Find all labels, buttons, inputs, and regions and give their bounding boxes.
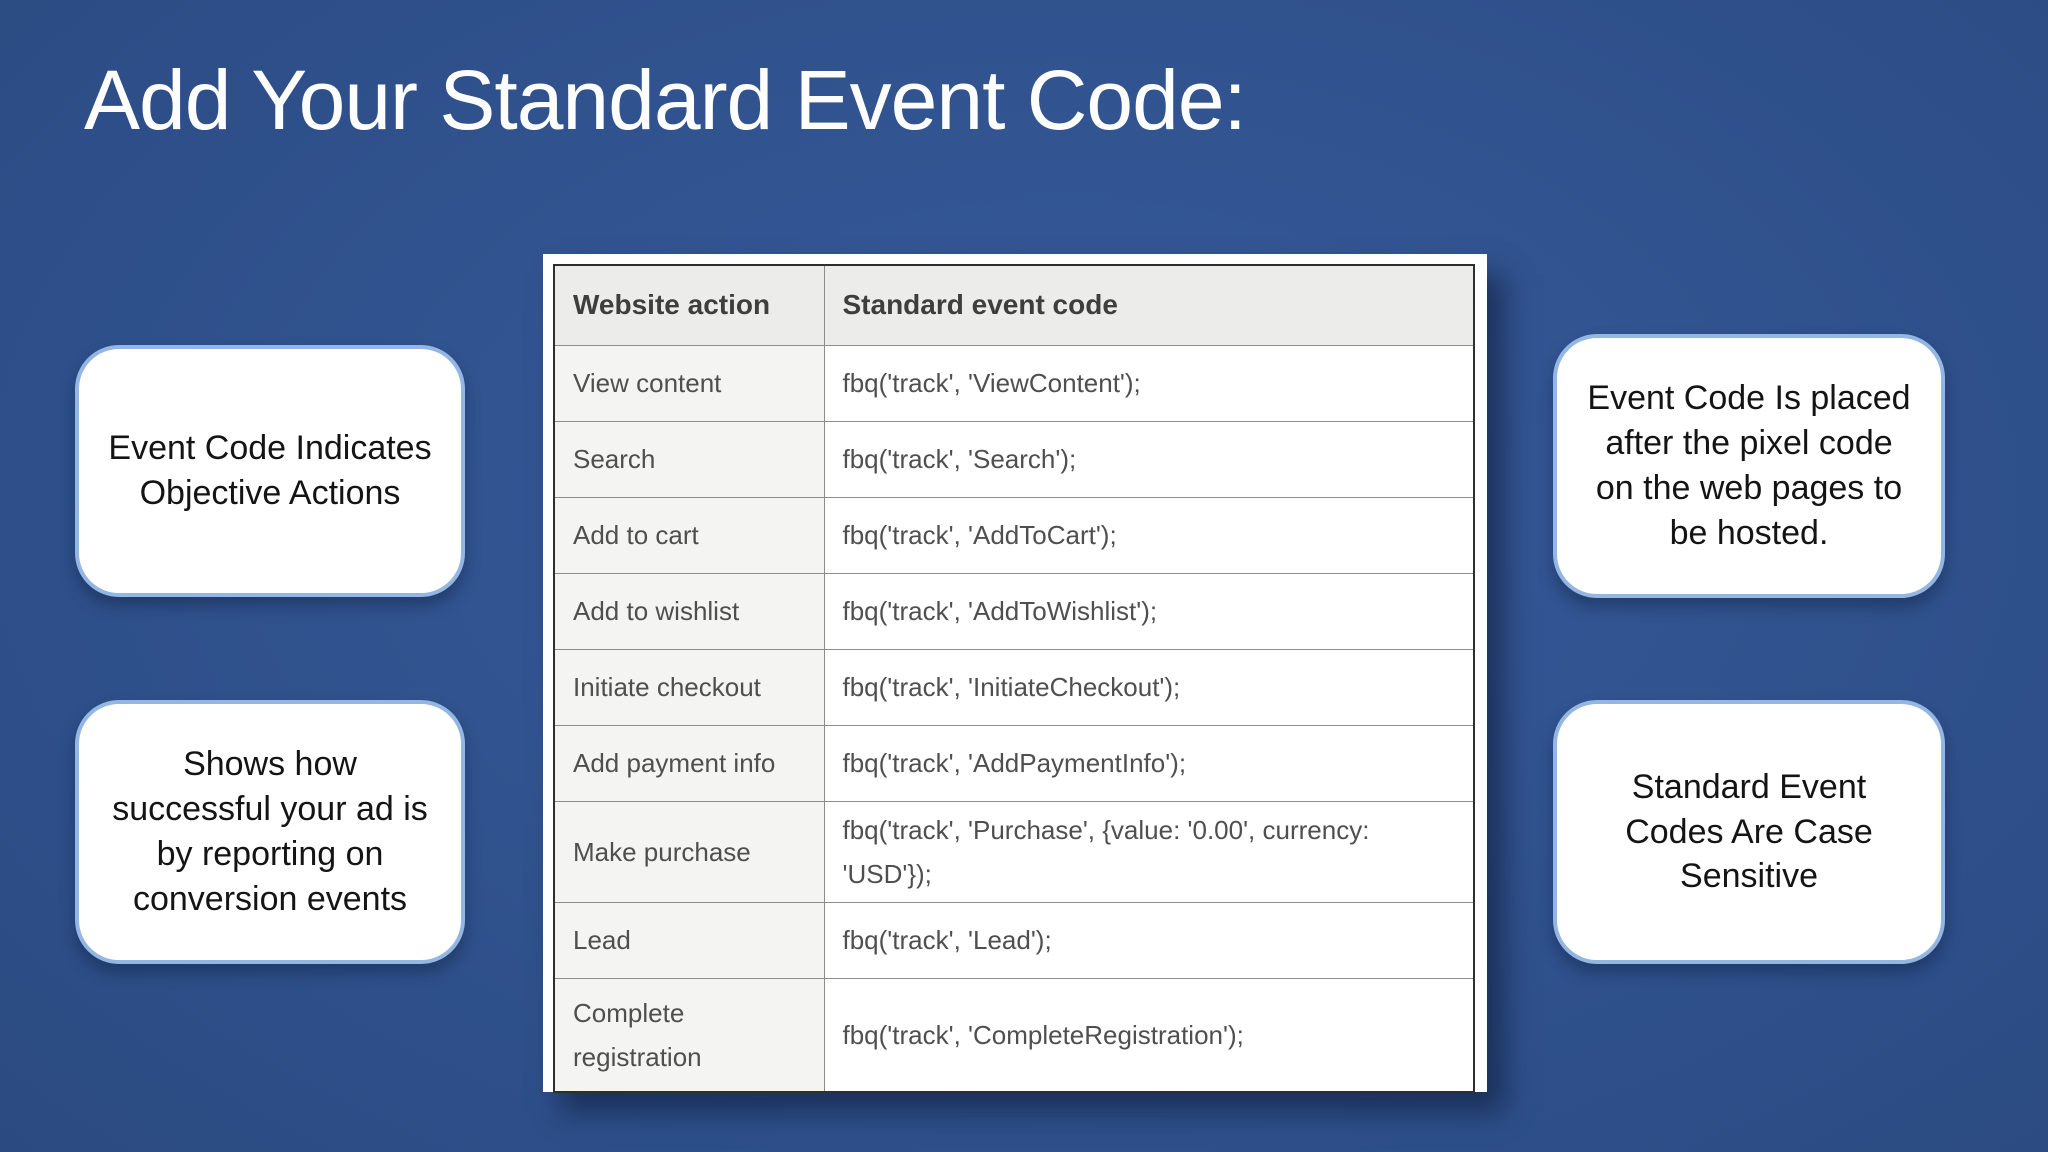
table-row: Add to cart fbq('track', 'AddToCart');	[553, 496, 1475, 574]
callout-text: Standard Event Codes Are Case Sensitive	[1625, 767, 1873, 896]
action-cell: Add to cart	[553, 496, 825, 574]
table-row: Search fbq('track', 'Search');	[553, 420, 1475, 498]
code-cell: fbq('track', 'Search');	[823, 420, 1475, 498]
callout-case-sensitive: Standard Event Codes Are Case Sensitive	[1553, 700, 1945, 964]
callout-text: Event Code Indicates Objective Actions	[108, 429, 432, 512]
action-cell: View content	[553, 344, 825, 422]
callout-event-code-indicates: Event Code Indicates Objective Actions	[75, 345, 465, 597]
table-row: Add to wishlist fbq('track', 'AddToWishl…	[553, 572, 1475, 650]
action-cell: Complete registration	[553, 977, 825, 1093]
table-row: View content fbq('track', 'ViewContent')…	[553, 344, 1475, 422]
code-cell: fbq('track', 'AddPaymentInfo');	[823, 724, 1475, 802]
code-cell: fbq('track', 'ViewContent');	[823, 344, 1475, 422]
code-cell: fbq('track', 'Lead');	[823, 901, 1475, 979]
table-row: Lead fbq('track', 'Lead');	[553, 901, 1475, 979]
table-row: Add payment info fbq('track', 'AddPaymen…	[553, 724, 1475, 802]
column-header-website-action: Website action	[553, 264, 825, 346]
callout-shows-success: Shows how successful your ad is by repor…	[75, 700, 465, 964]
code-cell: fbq('track', 'AddToWishlist');	[823, 572, 1475, 650]
action-cell: Search	[553, 420, 825, 498]
code-cell: fbq('track', 'AddToCart');	[823, 496, 1475, 574]
action-cell: Add to wishlist	[553, 572, 825, 650]
column-header-standard-event-code: Standard event code	[823, 264, 1475, 346]
callout-placement: Event Code Is placed after the pixel cod…	[1553, 334, 1945, 598]
action-cell: Make purchase	[553, 800, 825, 903]
standard-event-code-table-card: Website action Standard event code View …	[543, 254, 1487, 1094]
code-cell: fbq('track', 'CompleteRegistration');	[823, 977, 1475, 1093]
table-row: Make purchase fbq('track', 'Purchase', {…	[553, 800, 1475, 903]
callout-text: Shows how successful your ad is by repor…	[112, 745, 428, 918]
table-row: Initiate checkout fbq('track', 'Initiate…	[553, 648, 1475, 726]
action-cell: Lead	[553, 901, 825, 979]
action-cell: Initiate checkout	[553, 648, 825, 726]
standard-event-code-table: Website action Standard event code View …	[553, 264, 1475, 1094]
table-row: Complete registration fbq('track', 'Comp…	[553, 977, 1475, 1093]
code-cell: fbq('track', 'Purchase', {value: '0.00',…	[823, 800, 1475, 903]
callout-text: Event Code Is placed after the pixel cod…	[1587, 379, 1911, 552]
action-cell: Add payment info	[553, 724, 825, 802]
table-header-row: Website action Standard event code	[553, 264, 1475, 346]
code-cell: fbq('track', 'InitiateCheckout');	[823, 648, 1475, 726]
page-title: Add Your Standard Event Code:	[84, 53, 1247, 147]
